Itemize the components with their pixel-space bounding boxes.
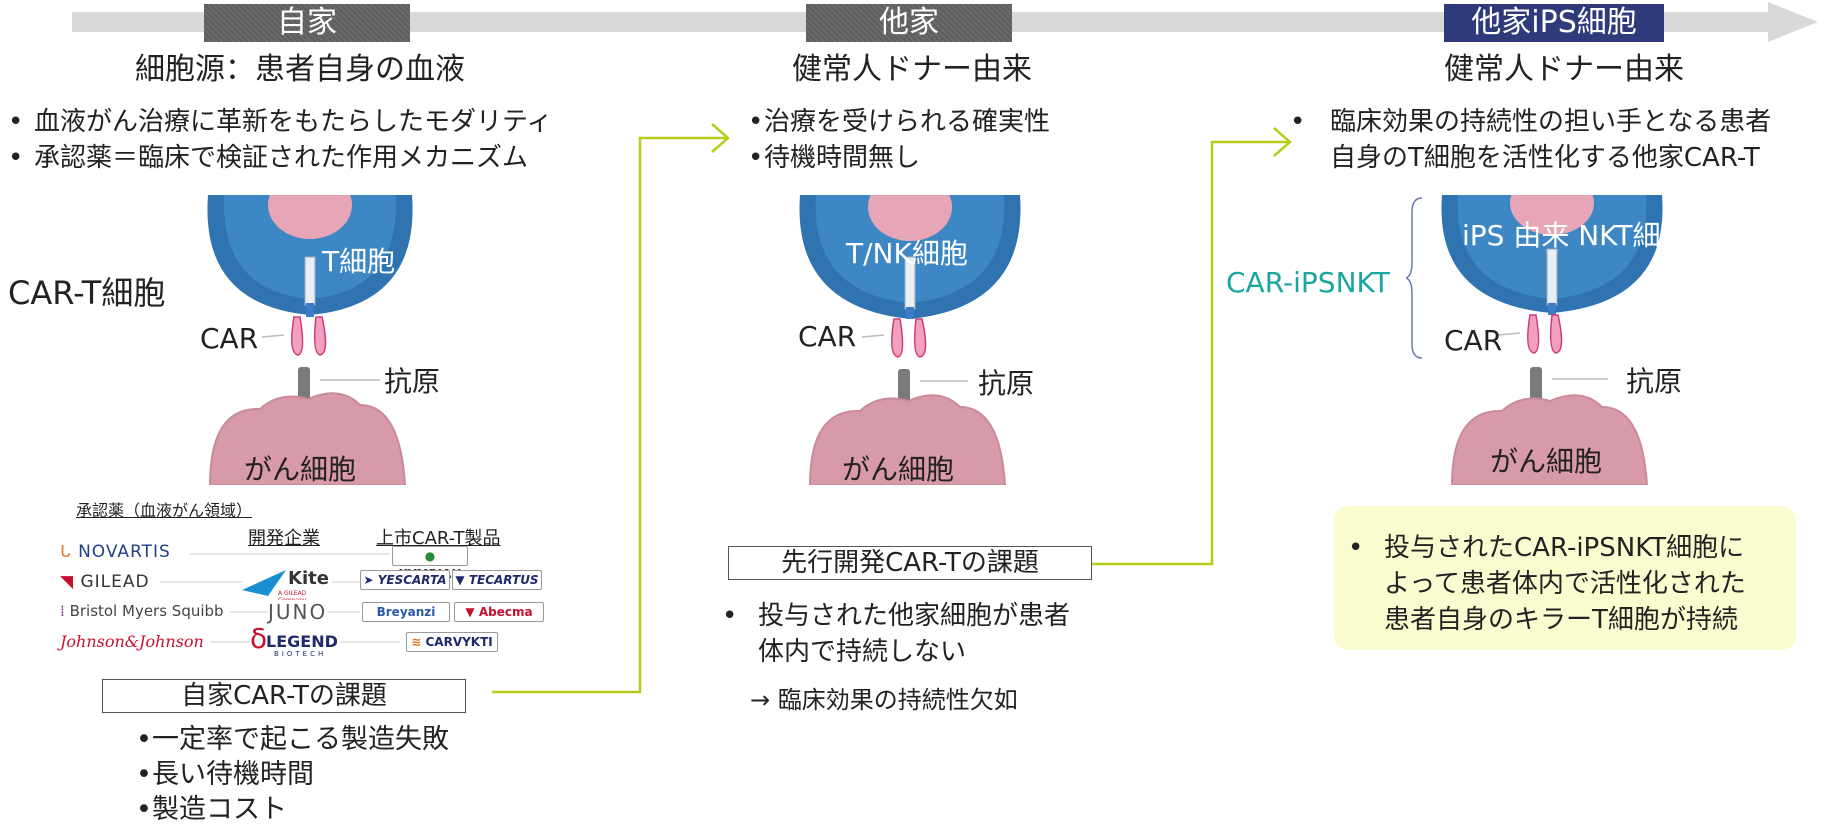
kymriah-icon: ● bbox=[424, 549, 436, 563]
issue-line: 投与された他家細胞が患者 bbox=[758, 601, 1071, 631]
legend-icon: δ bbox=[250, 622, 268, 655]
product-breyanzi: Breyanzi bbox=[362, 602, 450, 622]
note-item: 投与されたCAR-iPSNKT細胞に よって患者体内で活性化された 患者自身のキ… bbox=[1348, 530, 1788, 638]
gilead-icon: ◥ bbox=[60, 572, 75, 592]
subtitle-autologous: 細胞源：患者自身の血液 bbox=[135, 52, 465, 87]
note-line: 患者自身のキラーT細胞が持続 bbox=[1384, 605, 1738, 635]
antigen-label-ips: 抗原 bbox=[1626, 365, 1683, 398]
note-bullets: 投与されたCAR-iPSNKT細胞に よって患者体内で活性化された 患者自身のキ… bbox=[1348, 530, 1788, 638]
logo-gilead: ◥ GILEAD bbox=[60, 572, 156, 592]
tag-autologous: 自家 bbox=[204, 4, 410, 42]
connector-arrow-1 bbox=[492, 136, 728, 694]
connector-arrow-2 bbox=[1092, 140, 1290, 566]
bullet-line: 自身のT細胞を活性化する他家CAR-T bbox=[1330, 143, 1760, 173]
cell-label-allogeneic: T/NK細胞 bbox=[846, 237, 968, 270]
product-yescarta: ➤ YESCARTA bbox=[360, 570, 450, 590]
bms-icon: ⁞ bbox=[60, 602, 65, 620]
logo-jnj: Johnson&Johnson bbox=[60, 632, 210, 651]
cancer-label-ips: がん細胞 bbox=[1490, 445, 1603, 478]
antigen-label-autologous: 抗原 bbox=[384, 365, 441, 398]
issue-item: 投与された他家細胞が患者 体内で持続しない bbox=[722, 598, 1142, 670]
issues-autologous: 一定率で起こる製造失敗 長い待機時間 製造コスト bbox=[136, 722, 536, 827]
car-label-autologous: CAR bbox=[200, 322, 259, 355]
conclusion-allogeneic: → 臨床効果の持続性欠如 bbox=[750, 686, 1018, 714]
tag-ips: 他家iPS細胞 bbox=[1444, 4, 1664, 42]
cancer-label-autologous: がん細胞 bbox=[244, 453, 357, 486]
logo-juno: JUNO bbox=[268, 600, 328, 624]
logo-novartis: ᒐ NOVARTIS bbox=[60, 542, 177, 562]
issue-item: 製造コスト bbox=[136, 792, 536, 827]
issues-allogeneic: 投与された他家細胞が患者 体内で持続しない bbox=[722, 598, 1142, 670]
cancer-label-allogeneic: がん細胞 bbox=[842, 453, 955, 486]
subtitle-ips: 健常人ドナー由来 bbox=[1444, 52, 1684, 87]
tecartus-icon: ▼ bbox=[455, 573, 465, 587]
bullet-item: 血液がん治療に革新をもたらしたモダリティ bbox=[8, 104, 668, 140]
company-header: 開発企業 bbox=[248, 528, 320, 549]
abecma-icon: ▼ bbox=[465, 605, 475, 619]
cell-diagram-allogeneic bbox=[799, 195, 1021, 485]
car-label-allogeneic: CAR bbox=[798, 320, 857, 353]
logo-legend: δ LEGEND BIOTECH bbox=[250, 622, 340, 660]
note-line: よって患者体内で活性化された bbox=[1384, 569, 1746, 599]
note-box-ips: 投与されたCAR-iPSNKT細胞に よって患者体内で活性化された 患者自身のキ… bbox=[1334, 506, 1796, 650]
carvykti-icon: ≋ bbox=[411, 635, 422, 649]
cell-diagram-autologous bbox=[207, 195, 413, 485]
antigen-label-allogeneic: 抗原 bbox=[978, 367, 1035, 400]
subtitle-allogeneic: 健常人ドナー由来 bbox=[792, 52, 1032, 87]
brace-ips bbox=[1406, 197, 1423, 359]
issue-box-autologous: 自家CAR-Tの課題 bbox=[102, 679, 466, 713]
car-label-ips: CAR bbox=[1444, 324, 1503, 357]
issue-item: 一定率で起こる製造失敗 bbox=[136, 722, 536, 757]
product-abecma: ▼ Abecma bbox=[454, 602, 544, 622]
product-header: 上市CAR-T製品 bbox=[376, 528, 501, 549]
issue-item: 長い待機時間 bbox=[136, 757, 536, 792]
product-carvykti: ≋ CARVYKTI bbox=[406, 632, 498, 652]
bullet-item: 承認薬＝臨床で検証された作用メカニズム bbox=[8, 140, 668, 176]
approved-title: 承認薬（血液がん領域） bbox=[76, 501, 253, 520]
connector-arrowhead-1 bbox=[711, 123, 730, 153]
novartis-icon: ᒐ bbox=[60, 542, 72, 562]
issue-line: 体内で持続しない bbox=[758, 637, 967, 667]
cell-label-ips: iPS 由来 NKT細 bbox=[1462, 219, 1661, 252]
bullets-autologous: 血液がん治療に革新をもたらしたモダリティ 承認薬＝臨床で検証された作用メカニズム bbox=[8, 104, 668, 176]
kite-icon bbox=[242, 570, 286, 596]
note-line: 投与されたCAR-iPSNKT細胞に bbox=[1384, 533, 1745, 563]
bullet-item: 待機時間無し bbox=[748, 140, 1128, 176]
product-tecartus: ▼ TECARTUS bbox=[452, 570, 542, 590]
cell-label-autologous: T細胞 bbox=[322, 245, 396, 278]
bullet-item: 臨床効果の持続性の担い手となる患者 自身のT細胞を活性化する他家CAR-T bbox=[1290, 104, 1824, 176]
cell-diagram-ips bbox=[1441, 195, 1663, 485]
logo-bms: ⁞ Bristol Myers Squibb bbox=[60, 602, 230, 620]
issue-box-allogeneic: 先行開発CAR-Tの課題 bbox=[728, 546, 1092, 580]
yescarta-icon: ➤ bbox=[363, 573, 374, 587]
bullet-line: 臨床効果の持続性の担い手となる患者 bbox=[1330, 107, 1772, 137]
bullets-allogeneic: 治療を受けられる確実性 待機時間無し bbox=[748, 104, 1128, 176]
cell-type-ips: CAR-iPSNKT bbox=[1226, 266, 1390, 299]
bullet-item: 治療を受けられる確実性 bbox=[748, 104, 1128, 140]
bullets-ips: 臨床効果の持続性の担い手となる患者 自身のT細胞を活性化する他家CAR-T bbox=[1290, 104, 1824, 176]
connector-arrowhead-2 bbox=[1273, 127, 1292, 157]
tag-allogeneic: 他家 bbox=[806, 4, 1012, 42]
cell-type-autologous: CAR-T細胞 bbox=[8, 274, 166, 312]
